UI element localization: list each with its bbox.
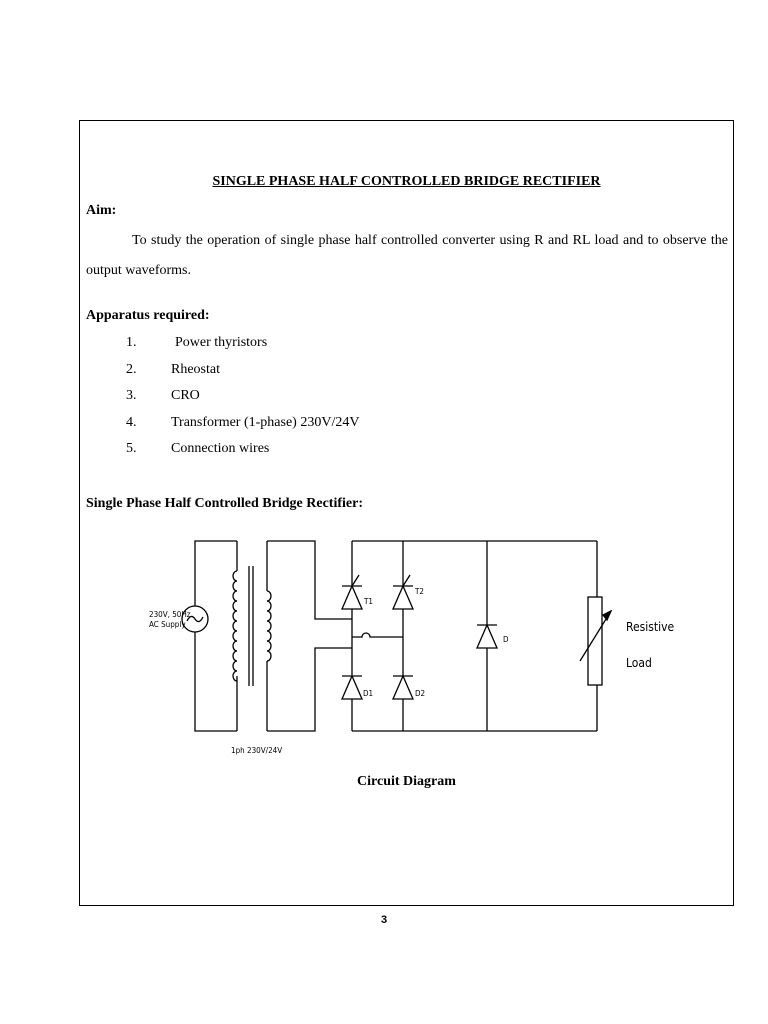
page-title: SINGLE PHASE HALF CONTROLLED BRIDGE RECT… [212,174,601,189]
thyristor-t1 [341,574,363,610]
list-item-number: 1. [126,335,137,350]
page-number: 3 [380,914,388,926]
list-item-text: Connection wires [171,441,270,456]
aim-text: To study the operation of single phase h… [86,233,728,278]
diode-d2 [392,674,414,700]
aim-heading: Aim: [86,203,117,218]
supply-wire [194,540,237,732]
list-item-text: Transformer (1-phase) 230V/24V [171,414,360,430]
list-item-text: Power thyristors [175,335,268,350]
diode-d1 [341,674,363,700]
primary-winding [232,541,238,731]
bridge-crossover [352,632,403,638]
transformer-label: 1ph 230V/24V [231,746,282,755]
supply-label-line1: 230V, 50Hz [149,610,191,619]
resistive-load [587,596,603,686]
freewheeling-diode [476,623,498,649]
list-item-number: 2. [126,361,137,377]
list-item-number: 5. [126,441,137,456]
list-item-number: 3. [126,388,137,403]
apparatus-heading: Apparatus required: [86,308,210,323]
circuit-diagram: 230V, 50Hz AC Supply 1ph 230V/24V T1 T2 … [149,540,674,755]
t1-label: T1 [363,597,373,606]
list-item-text: Rheostat [171,361,220,377]
t2-label: T2 [414,587,424,596]
fd-label: D [503,635,509,644]
list-item-text: CRO [171,388,200,403]
secondary-winding [266,541,272,731]
load-label-line1: Resistive [626,620,674,634]
d1-label: D1 [363,689,373,698]
load-label-line2: Load [626,656,652,670]
page-frame: SINGLE PHASE HALF CONTROLLED BRIDGE RECT… [79,120,734,906]
supply-label-line2: AC Supply [149,620,186,629]
circuit-section-heading: Single Phase Half Controlled Bridge Rect… [86,496,363,511]
d2-label: D2 [415,689,425,698]
list-item-number: 4. [126,414,137,430]
thyristor-t2 [392,574,414,610]
circuit-caption: Circuit Diagram [357,774,456,789]
